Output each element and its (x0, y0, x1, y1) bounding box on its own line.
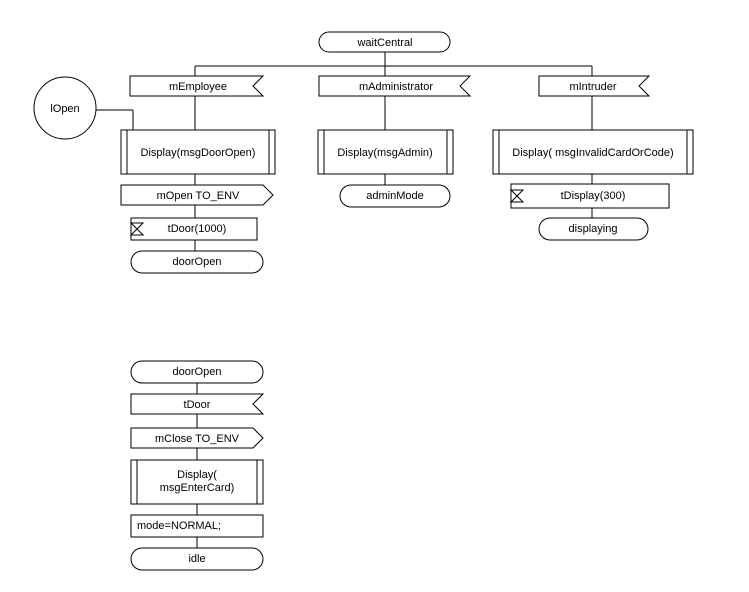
state-adminMode-label: adminMode (366, 190, 423, 202)
state-idle: idle (130, 547, 264, 571)
output-mOpen: mOpen TO_ENV (120, 184, 274, 206)
output-mClose: mClose TO_ENV (130, 427, 264, 449)
input-tDoor-label: tDoor (184, 399, 211, 411)
task-display-msgAdmin-label: Display(msgAdmin) (337, 147, 432, 159)
input-mAdministrator-label: mAdministrator (359, 81, 433, 93)
task-assignment-mode: mode=NORMAL; (130, 514, 264, 538)
state-waitCentral: waitCentral (318, 31, 451, 53)
connector-lOpen: lOpen (33, 76, 97, 140)
task-display-msgAdmin: Display(msgAdmin) (317, 129, 454, 175)
task-display-msgInvalidCardOrCode-label: Display( msgInvalidCardOrCode) (512, 147, 673, 159)
timer-tDisplay-label: tDisplay(300) (561, 190, 626, 202)
state-doorOpen-bottom: doorOpen (130, 360, 264, 384)
task-display-msgEnterCard: Display( msgEnterCard) (130, 459, 264, 505)
input-mIntruder: mIntruder (538, 75, 651, 97)
connector-lOpen-label: lOpen (50, 103, 79, 115)
task-display-msgDoorOpen: Display(msgDoorOpen) (120, 129, 276, 175)
task-assignment-mode-label: mode=NORMAL; (137, 520, 221, 532)
output-mOpen-label: mOpen TO_ENV (157, 190, 240, 202)
input-mEmployee-label: mEmployee (169, 81, 227, 93)
input-mEmployee: mEmployee (129, 75, 265, 97)
timer-tDoor-label: tDoor(1000) (168, 223, 227, 235)
state-doorOpen-bottom-label: doorOpen (173, 366, 222, 378)
task-display-msgInvalidCardOrCode: Display( msgInvalidCardOrCode) (492, 129, 694, 175)
state-doorOpen-top: doorOpen (130, 250, 264, 274)
task-display-msgEnterCard-line1: Display( (177, 469, 217, 481)
state-doorOpen-top-label: doorOpen (173, 256, 222, 268)
state-waitCentral-label: waitCentral (356, 37, 412, 49)
timer-tDoor: tDoor(1000) (129, 217, 258, 241)
state-displaying-label: displaying (569, 223, 618, 235)
input-mAdministrator: mAdministrator (318, 75, 472, 97)
input-tDoor: tDoor (130, 393, 265, 415)
state-idle-label: idle (188, 553, 205, 565)
task-display-msgDoorOpen-label: Display(msgDoorOpen) (141, 147, 256, 159)
input-mIntruder-label: mIntruder (569, 81, 616, 93)
flow-lines-top (96, 52, 593, 251)
state-displaying: displaying (538, 217, 649, 241)
state-adminMode: adminMode (339, 184, 451, 208)
timer-tDisplay: tDisplay(300) (509, 183, 670, 209)
output-mClose-label: mClose TO_ENV (155, 433, 240, 445)
task-display-msgEnterCard-line2: msgEnterCard) (160, 482, 235, 494)
